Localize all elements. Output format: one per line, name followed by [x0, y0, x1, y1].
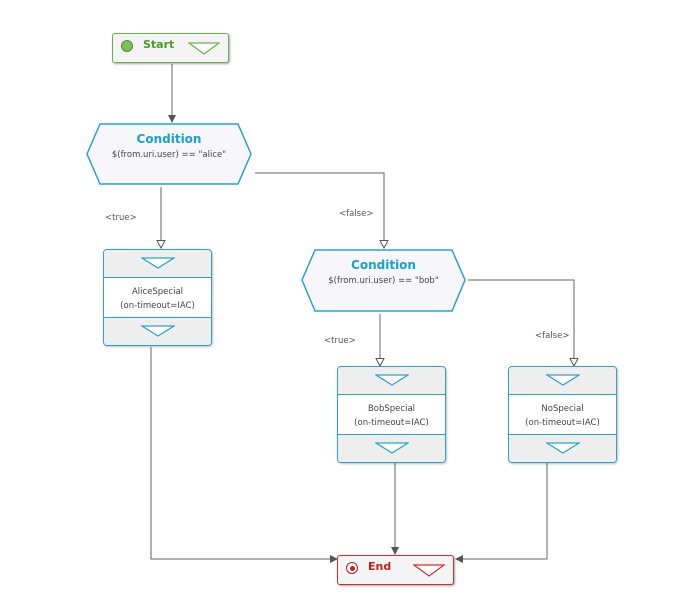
action-name: NoSpecial — [541, 404, 584, 414]
collapse-triangle-icon[interactable] — [374, 374, 409, 386]
action-alicespecial[interactable]: AliceSpecial (on-timeout=IAC) — [103, 249, 212, 346]
condition-bob-expr: $(from.uri.user) == "bob" — [328, 276, 439, 286]
expand-triangle-icon[interactable] — [413, 564, 445, 577]
expand-triangle-icon[interactable] — [545, 442, 580, 454]
condition-bob[interactable]: Condition $(from.uri.user) == "bob" — [301, 249, 466, 312]
edge-label-bob-true: <true> — [324, 336, 356, 346]
edge-alice-false — [255, 172, 384, 248]
collapse-triangle-icon[interactable] — [545, 374, 580, 386]
action-name: AliceSpecial — [131, 287, 184, 297]
action-top-band — [104, 250, 211, 278]
edge-nospecial-to-end — [455, 463, 548, 563]
start-node[interactable]: Start — [112, 33, 229, 63]
edge-label-bob-false: <false> — [535, 331, 570, 341]
condition-hexagon-shape — [86, 123, 252, 185]
edge-bob-false — [468, 279, 574, 366]
action-name: BobSpecial — [367, 404, 416, 414]
collapse-triangle-icon[interactable] — [140, 257, 175, 269]
condition-alice-expr: $(from.uri.user) == "alice" — [111, 150, 227, 160]
action-bottom-band — [509, 434, 616, 462]
action-top-band — [338, 367, 445, 395]
action-option: (on-timeout=IAC) — [354, 418, 429, 428]
action-option: (on-timeout=IAC) — [120, 301, 195, 311]
end-node[interactable]: End — [337, 555, 454, 585]
action-option: (on-timeout=IAC) — [525, 418, 600, 428]
end-label: End — [368, 560, 392, 573]
expand-triangle-icon[interactable] — [140, 325, 175, 337]
expand-triangle-icon[interactable] — [374, 442, 409, 454]
action-nospecial[interactable]: NoSpecial (on-timeout=IAC) — [508, 366, 617, 463]
action-bottom-band — [338, 434, 445, 462]
expand-triangle-icon[interactable] — [188, 42, 220, 55]
condition-alice-title: Condition — [136, 132, 202, 146]
condition-alice[interactable]: Condition $(from.uri.user) == "alice" — [86, 123, 252, 185]
action-top-band — [509, 367, 616, 395]
edge-label-alice-true: <true> — [105, 213, 137, 223]
edge-label-alice-false: <false> — [339, 209, 374, 219]
action-bottom-band — [104, 317, 211, 345]
start-label: Start — [143, 38, 175, 51]
end-dot-icon — [346, 562, 358, 574]
edge-alicespecial-to-end — [150, 347, 338, 563]
condition-bob-title: Condition — [351, 258, 416, 272]
action-bobspecial[interactable]: BobSpecial (on-timeout=IAC) — [337, 366, 446, 463]
start-dot-icon — [121, 40, 133, 52]
condition-hexagon-shape — [301, 249, 466, 312]
